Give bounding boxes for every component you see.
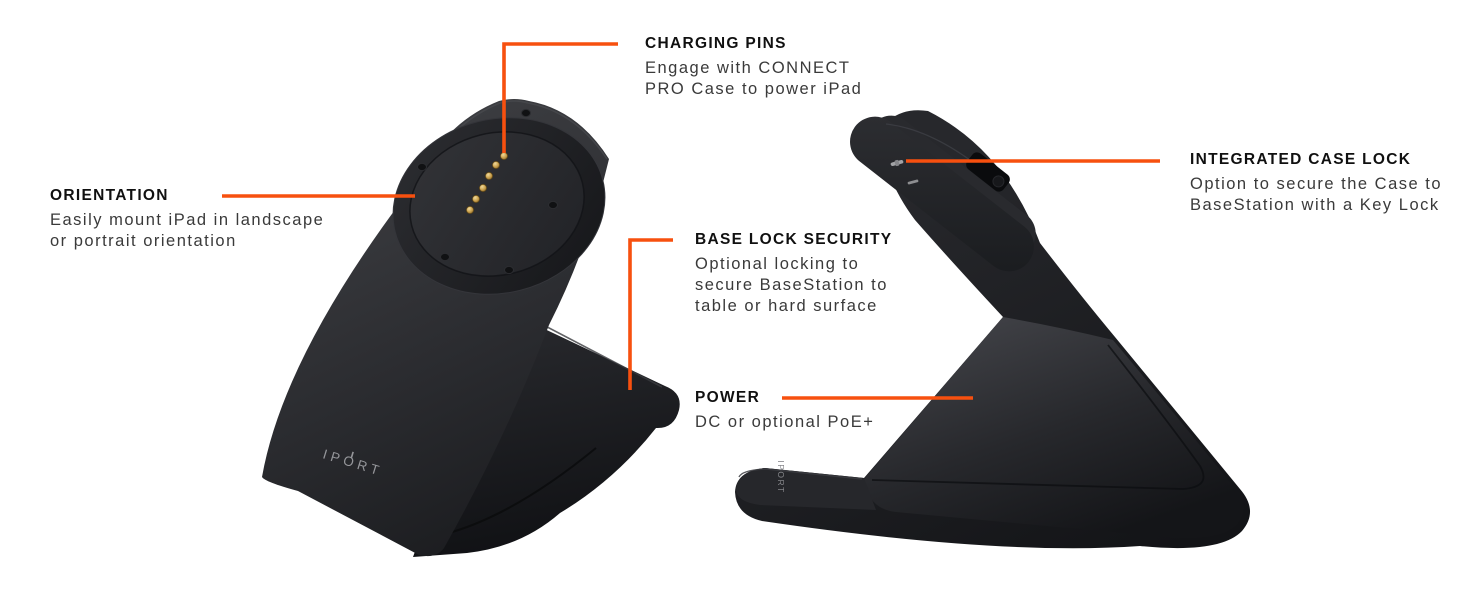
screw-hole [504, 265, 514, 275]
wedge-top-highlight [529, 317, 663, 388]
keyhole-icon [890, 159, 904, 167]
iport-logo-side: IPORT [776, 460, 786, 493]
front-view-device: IPORT [262, 99, 680, 557]
callout-title: BASE LOCK SECURITY [695, 231, 893, 248]
callout-orientation: ORIENTATION Easily mount iPad in landsca… [50, 186, 324, 252]
disc-inner-rim [409, 131, 585, 277]
callout-line-charging-pins [502, 42, 618, 153]
side-base-top [736, 468, 876, 510]
callout-charging-pins: CHARGING PINS Engage with CONNECT PRO Ca… [645, 34, 862, 100]
callout-line-text: Engage with CONNECT [645, 59, 851, 77]
callout-line-text: Option to secure the Case to [1190, 175, 1443, 193]
callout-line-text: or portrait orientation [50, 232, 237, 250]
callout-line-text: BaseStation with a Key Lock [1190, 196, 1440, 214]
charging-pins-group [466, 152, 508, 214]
callout-line-text: table or hard surface [695, 297, 878, 315]
callout-line-text: Easily mount iPad in landscape [50, 211, 325, 229]
power-symbol-tick [350, 451, 354, 458]
callout-title: POWER [695, 389, 761, 406]
charging-pin [479, 184, 487, 192]
callout-line-text: DC or optional PoE+ [695, 413, 875, 431]
callout-title: ORIENTATION [50, 187, 169, 204]
side-groove-line [871, 344, 1205, 490]
base-top-highlight [738, 468, 863, 480]
front-base-wedge [413, 315, 680, 557]
base-groove-line [444, 447, 597, 535]
callout-line-base-lock [628, 238, 673, 390]
charging-pin [500, 152, 508, 160]
charging-disc [392, 108, 606, 295]
lock-slot [907, 179, 919, 185]
side-charging-disc [850, 116, 1034, 272]
callout-integrated-case-lock: INTEGRATED CASE LOCK Option to secure th… [1190, 150, 1442, 216]
screw-hole [548, 200, 558, 210]
callout-line-text: Optional locking to [695, 255, 860, 273]
callout-title: INTEGRATED CASE LOCK [1190, 151, 1412, 168]
screw-hole [440, 252, 450, 262]
charging-pin [472, 195, 480, 203]
callout-line-text: secure BaseStation to [695, 276, 888, 294]
disc-inner-face [409, 131, 585, 277]
charging-pin [492, 161, 500, 169]
callout-line-text: PRO Case to power iPad [645, 80, 863, 98]
callout-title: CHARGING PINS [645, 35, 787, 52]
callout-base-lock-security: BASE LOCK SECURITY Optional locking to s… [695, 230, 892, 317]
screw-hole [417, 162, 427, 172]
charging-pin [466, 206, 474, 214]
callout-power: POWER DC or optional PoE+ [695, 388, 874, 433]
side-view-device: IPORT [735, 110, 1251, 549]
iport-logo-side-text: IPORT [776, 460, 786, 493]
screw-hole [521, 108, 531, 118]
charging-pin [485, 172, 493, 180]
